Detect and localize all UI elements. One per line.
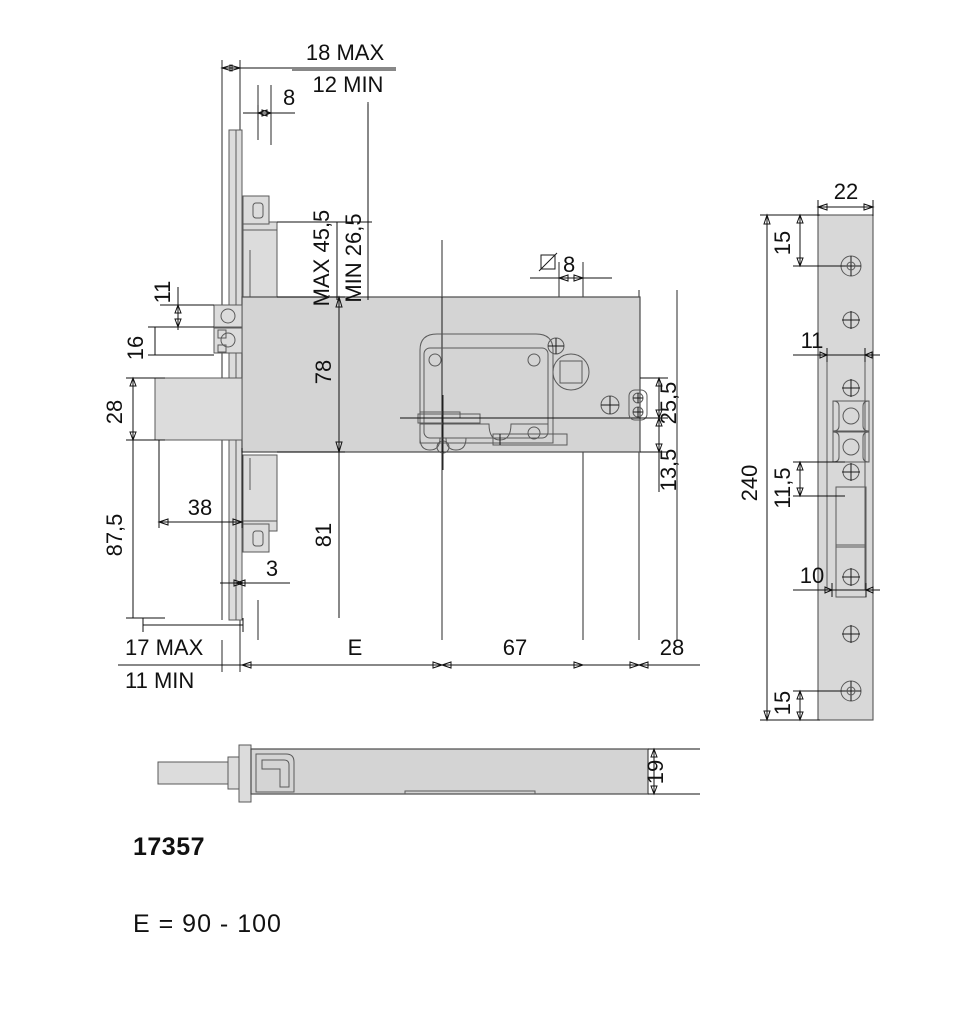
spindle-size-callout: [530, 252, 612, 282]
lock-body-main: [241, 296, 641, 453]
dim-4555-2655-leaders: [277, 104, 372, 300]
dim-255-text: 25,5: [656, 382, 681, 425]
dim-11-faceplate-text: 11: [801, 328, 824, 353]
dim-38-leader: [157, 440, 244, 528]
dim-18max-text: 18 MAX: [306, 40, 385, 65]
lock-mechanism-outline: [417, 333, 554, 454]
dim-16-text: 16: [123, 336, 148, 360]
dim-8-top-leader: [243, 109, 295, 117]
dim-11min-text: 11 MIN: [125, 668, 194, 693]
dim-15-bottom-text: 15: [770, 691, 795, 715]
dim-81-text: 81: [311, 523, 336, 547]
faceplate-screws: [840, 255, 862, 702]
dim-16-leader: [148, 326, 214, 356]
dim-115-leader: [793, 460, 845, 498]
part-number-label: 17357: [133, 833, 205, 861]
dim-78-leader: [335, 295, 343, 454]
dim-10-leader: [793, 583, 880, 597]
dim-dia8-text: 8: [563, 252, 575, 277]
front-section-view: 18 MAX 12 MIN 8: [102, 40, 700, 693]
dim-min265-text: MIN 26,5: [341, 213, 366, 302]
upper-latch-assembly: [242, 195, 278, 299]
dim-28b-text: 28: [660, 635, 684, 660]
dim-19-text: 19: [643, 760, 668, 784]
dim-38-text: 38: [188, 495, 212, 520]
dim-3-leader: [220, 579, 290, 587]
body-screw-holes: [547, 337, 620, 415]
dim-81-leader: [277, 451, 345, 618]
dim-15-bottom-leader: [793, 689, 845, 722]
dim-255-135-leaders: [640, 376, 668, 492]
dim-22-leader: [816, 200, 875, 216]
dim-78-text: 78: [311, 360, 336, 384]
profile-faceplate-edge: [238, 744, 252, 803]
dim-875-leader: [126, 440, 165, 619]
dim-15-top-text: 15: [770, 231, 795, 255]
dim-135-text: 13,5: [656, 449, 681, 492]
door-edge-profile: [235, 129, 243, 621]
faceplate-view: 22 240 15 11: [737, 179, 880, 722]
faceplate-plate: [817, 214, 874, 721]
dim-115-text: 11,5: [770, 467, 795, 508]
dim-11-text: 11: [150, 281, 175, 304]
dim-875-text: 87,5: [102, 514, 127, 557]
dim-max455-text: MAX 45,5: [309, 210, 334, 307]
dim-17max-text: 17 MAX: [125, 635, 204, 660]
square-section-icon: [538, 252, 558, 272]
twin-screw-plate: [628, 389, 648, 421]
body-slot: [492, 433, 568, 446]
dim-E-text: E: [348, 635, 363, 660]
dim-12min-text: 12 MIN: [313, 72, 384, 97]
dim-19-leader: [648, 747, 700, 796]
dim-240-leader: [760, 213, 820, 722]
door-edge-profile-inner: [228, 129, 237, 621]
bottom-dimension-chain: [222, 661, 700, 669]
profile-slot: [404, 790, 536, 794]
profile-latch-detail: [255, 753, 295, 793]
dim-8-top-text: 8: [283, 85, 295, 110]
spindle-hole: [552, 353, 590, 391]
dim-3-text: 3: [266, 556, 278, 581]
cylinder-centre-cross: [400, 395, 640, 470]
dim-67-text: 67: [503, 635, 527, 660]
dim-15-top-leader: [793, 213, 845, 268]
e-range-note: E = 90 - 100: [133, 910, 282, 938]
profile-view: 19: [157, 744, 700, 803]
faceplate-fixings-left: [213, 304, 243, 354]
dim-22-text: 22: [834, 179, 858, 204]
faceplate-bolt-windows: [832, 400, 870, 463]
strike-block: [154, 377, 243, 441]
profile-tail: [157, 761, 229, 785]
dim-10-text: 10: [800, 563, 824, 588]
dim-18max-leader: [220, 64, 396, 72]
lower-latch-assembly: [242, 454, 278, 553]
faceplate-latch-window: [835, 486, 867, 598]
dim-11-faceplate-leader: [793, 348, 880, 362]
dim-28-text: 28: [102, 400, 127, 424]
dim-240-text: 240: [737, 465, 762, 502]
profile-body: [250, 748, 649, 795]
